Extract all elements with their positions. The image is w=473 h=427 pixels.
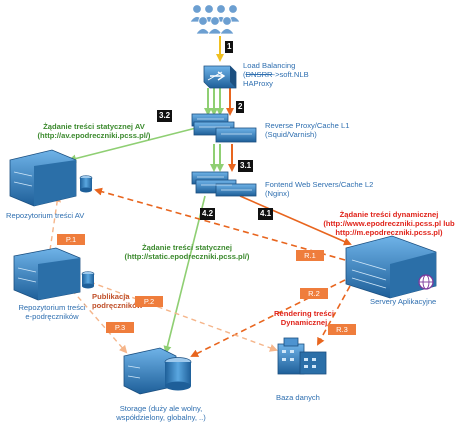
storage-icon <box>123 347 192 395</box>
arrow-green-proxy-repo-av <box>68 127 197 163</box>
reverse-proxy-servers-icon <box>191 113 257 143</box>
arrow-dashed-repo-ep-repo-av <box>49 194 62 251</box>
step-badge-1: 1 <box>225 41 234 53</box>
arrow-dashed-app-storage <box>190 279 346 357</box>
reverse-proxy-label: Reverse Proxy/Cache L1 (Squid/Varnish) <box>265 121 350 139</box>
storage-label: Storage (duży ale wolny, współdzielony, … <box>116 404 206 422</box>
database-label: Baza danych <box>276 393 320 402</box>
publikacja-label: Publikacja podręczników <box>92 292 143 310</box>
arrow-dashed-app-repo-av <box>94 187 346 261</box>
tag-p2: P.2 <box>135 296 163 307</box>
repo-epodreczniki-servers-icon <box>13 247 95 301</box>
step-badge-2: 2 <box>236 101 245 113</box>
arrow-dashed-app-db <box>317 285 351 346</box>
tag-r2: R.2 <box>300 288 328 299</box>
arrow-orange-front-app <box>239 195 352 246</box>
tag-r1: R.1 <box>296 250 324 261</box>
arrow-dashed-repo-ep-db <box>89 281 278 352</box>
repo-av-servers-icon <box>9 149 93 207</box>
step-badge-3-1: 3.1 <box>238 160 254 172</box>
step-badge-3-2: 3.2 <box>157 110 173 122</box>
building-icon <box>277 337 327 375</box>
frontend-servers-icon <box>191 171 257 197</box>
step-badge-4-2: 4.2 <box>200 208 216 220</box>
app-servers-label: Servery Aplikacyjne <box>370 297 437 306</box>
static-request-label: Żądanie treści statycznej (http://static… <box>124 243 250 261</box>
step-badge-4-1: 4.1 <box>258 208 274 220</box>
load-balancer-icon <box>203 65 237 89</box>
dynamic-request-label: Żądanie treści dynamicznej (http://www.e… <box>323 210 455 237</box>
load-balancing-label: Load Balancing (DNSRR->soft.NLB HAProxy <box>243 61 309 88</box>
repo-epodreczniki-label: Repozytorium treści e-podręczników <box>18 303 86 321</box>
frontend-label: Fontend Web Servers/Cache L2 (Nginx) <box>265 180 374 198</box>
arrow-dashed-repo-ep-storage <box>71 289 128 354</box>
users-icon <box>189 4 241 35</box>
repo-av-label: Repozytorium treści AV <box>6 211 85 220</box>
tag-p1: P.1 <box>57 234 85 245</box>
rendering-label: Rendering treści Dynamicznej <box>274 309 334 327</box>
tag-r3: R.3 <box>328 324 356 335</box>
globe-icon <box>418 274 434 290</box>
tag-p3: P.3 <box>106 322 134 333</box>
arrow-green-front-storage <box>163 195 206 354</box>
static-av-request-label: Żądanie treści statycznej AV (http://av.… <box>37 122 151 140</box>
